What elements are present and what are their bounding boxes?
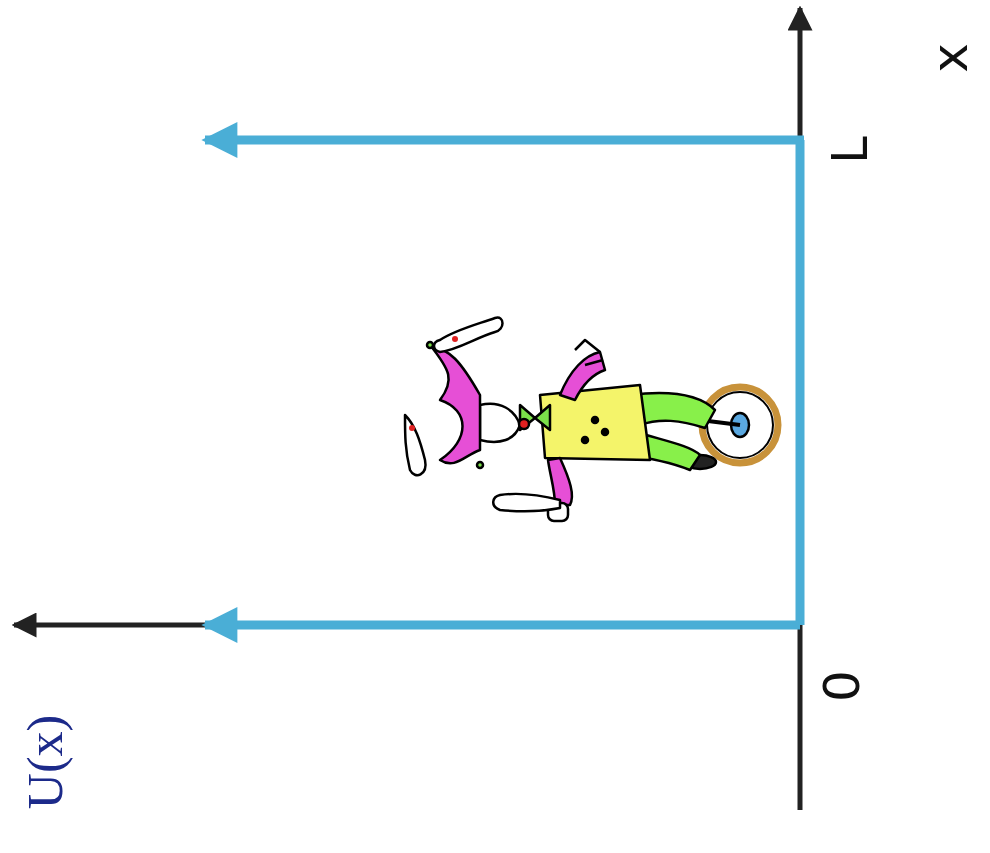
well-floor: [796, 140, 805, 625]
u-axis: [14, 623, 800, 628]
jester-illustration: [405, 318, 778, 521]
right-wall: [205, 136, 804, 145]
axis-label: x: [925, 43, 975, 73]
x-axis: [798, 8, 803, 810]
tick-label: 0: [817, 670, 867, 702]
axis-label: U(x): [20, 715, 70, 809]
tick-label: L: [825, 136, 875, 164]
left-wall: [205, 621, 800, 630]
